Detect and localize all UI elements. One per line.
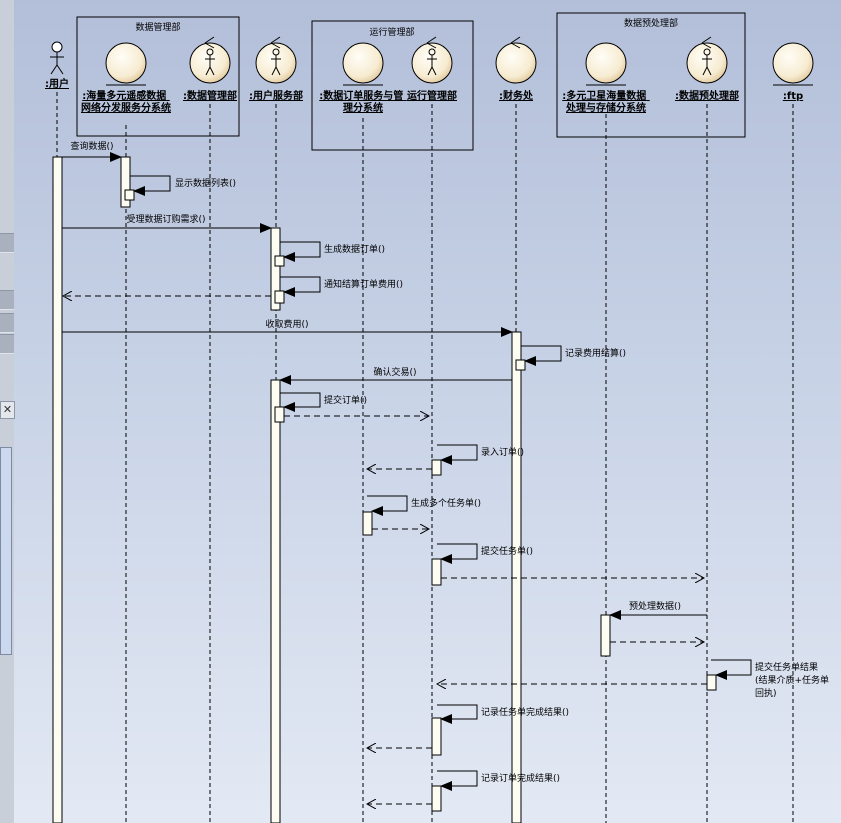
message-label: 回执) bbox=[755, 687, 777, 699]
entity-icon[interactable] bbox=[105, 42, 147, 86]
message-label: 查询数据() bbox=[70, 140, 113, 152]
activation-bar[interactable] bbox=[274, 406, 285, 423]
message-label: 预处理数据() bbox=[629, 600, 681, 612]
control-icon[interactable] bbox=[189, 36, 231, 84]
message-arrow[interactable] bbox=[437, 770, 478, 791]
activations bbox=[52, 156, 717, 823]
message-arrow[interactable] bbox=[280, 276, 321, 297]
entity-icon[interactable] bbox=[772, 42, 814, 86]
message-label: 录入订单() bbox=[481, 446, 524, 458]
entity-icon[interactable] bbox=[255, 36, 297, 84]
activation-bar[interactable] bbox=[120, 156, 131, 208]
message-label: 提交订单() bbox=[324, 394, 367, 406]
lifeline-label: :用户 bbox=[45, 77, 69, 90]
activation-bar[interactable] bbox=[431, 558, 442, 586]
partition-title: 数据管理部 bbox=[135, 21, 180, 33]
activation-bar[interactable] bbox=[431, 785, 442, 812]
activation-bar[interactable] bbox=[274, 290, 285, 304]
lifeline-label: :海量多元遥感数据 网络分发服务分系统 bbox=[81, 89, 171, 114]
message-arrow[interactable] bbox=[437, 444, 478, 465]
message-arrow[interactable] bbox=[521, 345, 562, 366]
lifeline-label: :多元卫星海量数据 处理与存储分系统 bbox=[562, 89, 649, 114]
control-icon[interactable] bbox=[411, 36, 453, 84]
message-arrow[interactable] bbox=[437, 543, 478, 564]
lifeline-label: :ftp bbox=[783, 91, 803, 102]
lifeline-label-line: 处理与存储分系统 bbox=[565, 101, 646, 114]
message-label: 收取费用() bbox=[265, 318, 308, 330]
lifeline-label: :数据预处理部 bbox=[675, 89, 739, 102]
side-panel[interactable] bbox=[0, 447, 12, 655]
message-label: 显示数据列表() bbox=[175, 177, 236, 189]
activation-bar[interactable] bbox=[270, 227, 281, 311]
lifeline-label: 运行管理部 bbox=[407, 89, 457, 102]
partition-preprocessing: 数据预处理部 bbox=[556, 12, 746, 138]
strip-band bbox=[0, 334, 14, 354]
entity-icon[interactable] bbox=[585, 42, 627, 86]
close-icon[interactable]: ✕ bbox=[0, 401, 15, 419]
message-label: 确认交易() bbox=[373, 366, 416, 378]
lifeline-label: :用户服务部 bbox=[249, 89, 303, 102]
activation-bar[interactable] bbox=[706, 674, 717, 691]
lifeline-lines bbox=[56, 92, 794, 823]
message-label: 记录费用结算() bbox=[565, 347, 626, 359]
message-arrow[interactable] bbox=[367, 495, 408, 516]
activation-bar[interactable] bbox=[362, 511, 373, 536]
activation-bar[interactable] bbox=[270, 379, 281, 823]
activation-bar[interactable] bbox=[124, 189, 135, 201]
entity-icon[interactable] bbox=[342, 42, 384, 86]
lifeline-label: :财务处 bbox=[499, 89, 534, 102]
entity-icon[interactable] bbox=[495, 36, 537, 84]
strip-band bbox=[0, 313, 14, 333]
message-arrow[interactable] bbox=[437, 704, 478, 724]
lifeline-label-line: 理分系统 bbox=[343, 101, 383, 114]
activation-bar[interactable] bbox=[52, 156, 63, 823]
activation-bar[interactable] bbox=[515, 359, 526, 371]
message-arrow[interactable] bbox=[280, 241, 321, 262]
message-label: 受理数据订购需求() bbox=[126, 213, 205, 225]
lifeline-label: :数据管理部 bbox=[183, 89, 237, 102]
message-label: 生成多个任务单() bbox=[411, 497, 481, 509]
message-arrow[interactable] bbox=[711, 659, 752, 680]
strip-band bbox=[0, 290, 14, 310]
activation-bar[interactable] bbox=[274, 255, 285, 267]
activation-bar[interactable] bbox=[431, 459, 442, 476]
actor-icon[interactable] bbox=[50, 41, 64, 75]
message-label: 提交任务单() bbox=[481, 545, 533, 557]
partition-title: 数据预处理部 bbox=[624, 17, 678, 29]
message-label: 记录订单完成结果() bbox=[481, 772, 560, 784]
strip-band bbox=[0, 233, 14, 253]
message-label: 生成数据订单() bbox=[324, 243, 385, 255]
message-label: 提交任务单结果 bbox=[755, 661, 818, 673]
message-arrow[interactable] bbox=[130, 175, 171, 196]
message-label: (结果介质+任务单 bbox=[755, 674, 829, 686]
partition-data-management: 数据管理部 bbox=[76, 16, 240, 137]
activation-bar[interactable] bbox=[600, 614, 611, 657]
lifeline-label: :数据订单服务与管 理分系统 bbox=[319, 89, 406, 114]
control-icon[interactable] bbox=[686, 36, 728, 84]
left-tool-strip: ✕ bbox=[0, 0, 15, 823]
partition-title: 运行管理部 bbox=[369, 26, 414, 38]
lifeline-label-line: 网络分发服务分系统 bbox=[81, 101, 171, 114]
activation-bar[interactable] bbox=[431, 717, 442, 756]
message-arrow[interactable] bbox=[280, 392, 321, 412]
partition-operations: 运行管理部 bbox=[311, 20, 474, 151]
message-label: 通知结算订单费用() bbox=[324, 278, 403, 290]
message-label: 记录任务单完成结果() bbox=[481, 706, 569, 718]
